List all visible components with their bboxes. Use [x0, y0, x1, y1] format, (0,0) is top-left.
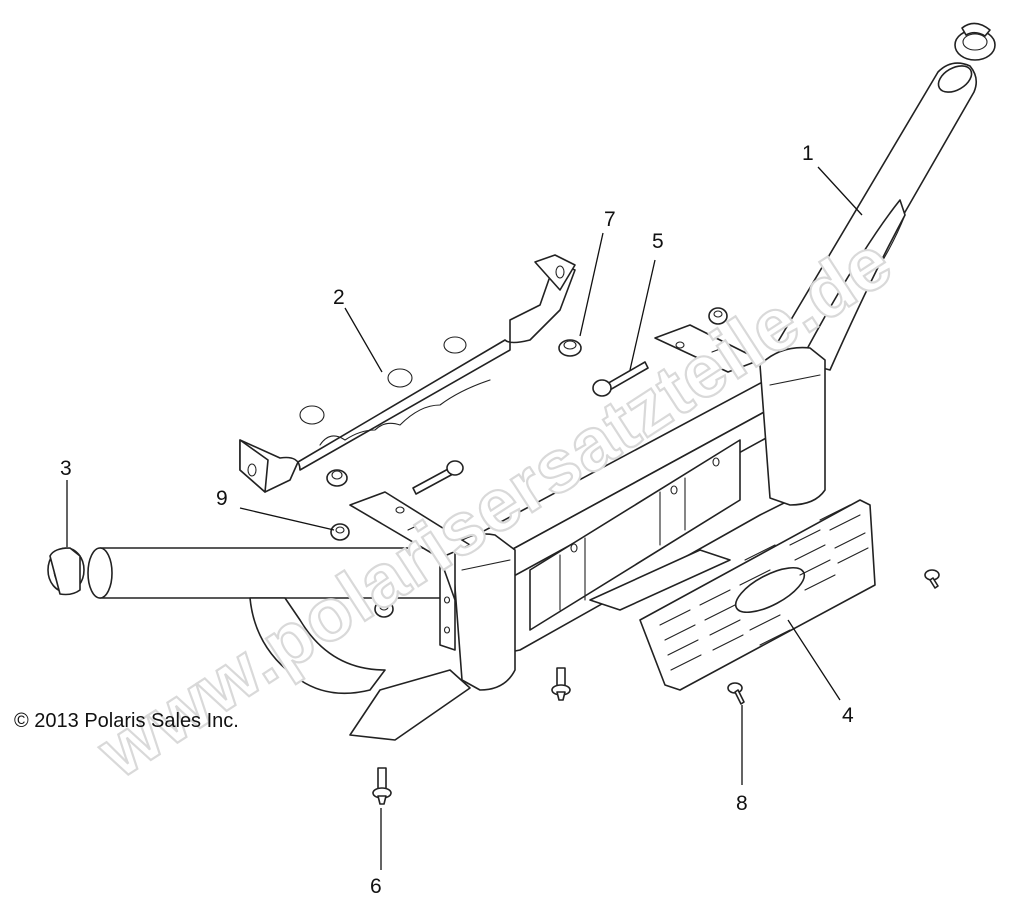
leader-lines	[66, 166, 863, 870]
watermark-text: www.polarisersatzteile.de	[83, 219, 907, 794]
callout-7: 7	[604, 208, 616, 231]
callout-9: 9	[216, 487, 228, 510]
push-rivet-6	[372, 767, 392, 805]
callout-6: 6	[370, 875, 382, 898]
mounting-bracket	[239, 254, 576, 493]
bolt-5	[592, 361, 649, 397]
screw-8	[727, 682, 745, 705]
callout-8: 8	[736, 792, 748, 815]
bolt-5-left	[412, 460, 464, 495]
bumper-tube-right	[775, 62, 978, 371]
nut-lower	[374, 600, 394, 618]
left-mount-bracket	[349, 491, 471, 651]
push-rivet-center	[551, 667, 571, 701]
nut-9	[330, 523, 350, 541]
copyright-notice: © 2013 Polaris Sales Inc.	[14, 710, 239, 732]
end-cap-left	[47, 547, 85, 596]
bumper-frame	[349, 346, 826, 741]
end-cap-top	[954, 22, 996, 61]
bumper-tube-left	[87, 547, 456, 695]
screw-right	[924, 569, 940, 589]
callout-5: 5	[652, 230, 664, 253]
callout-2: 2	[333, 286, 345, 309]
nut-7-right	[708, 307, 728, 325]
callout-1: 1	[802, 142, 814, 165]
bolt-7	[558, 339, 582, 357]
callout-4: 4	[842, 704, 854, 727]
callout-3: 3	[60, 457, 72, 480]
bolt-7-left	[326, 469, 348, 487]
callout-labels: 1 2 3 4 5 6 7 8 9	[60, 142, 854, 898]
right-mount-bracket	[654, 324, 761, 373]
grille-plate	[639, 499, 876, 691]
